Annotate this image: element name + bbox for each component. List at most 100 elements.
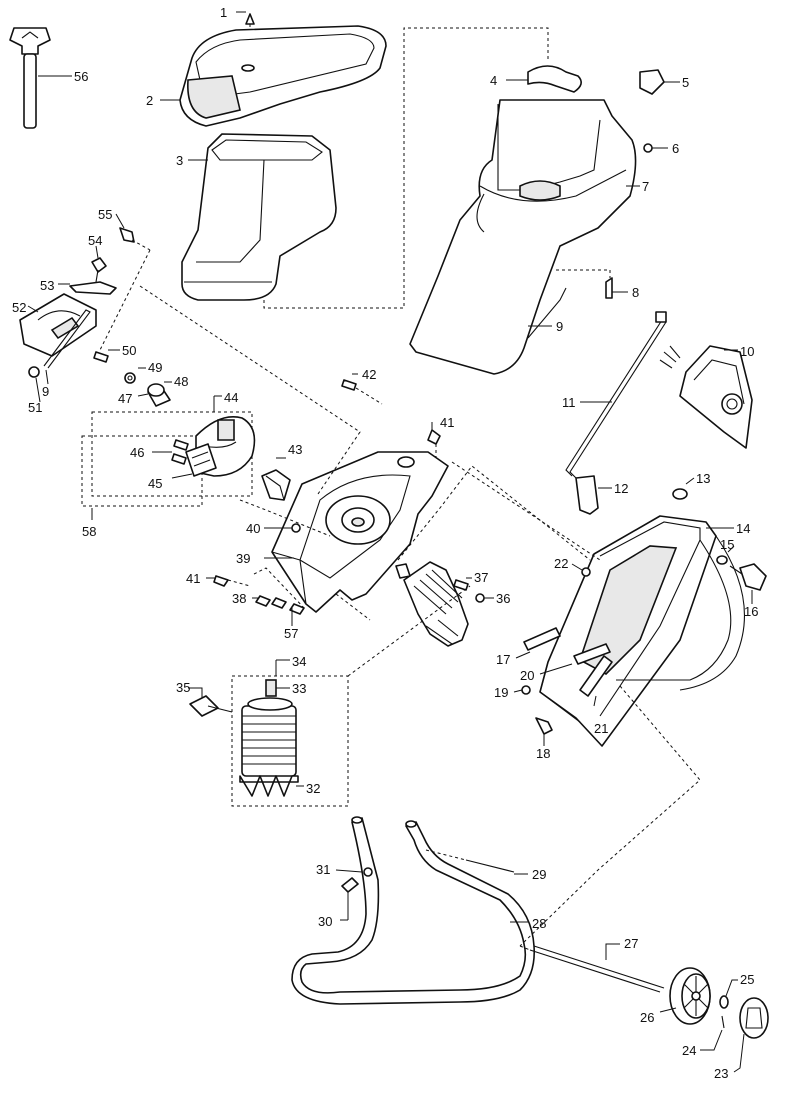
callout-27: 27: [624, 936, 638, 951]
part-53-spring: [58, 281, 117, 295]
callout-28: 28: [532, 916, 546, 931]
part-35-terminal: [188, 687, 233, 717]
callout-57: 57: [284, 626, 298, 641]
part-46-screws: [152, 439, 189, 465]
callout-32: 32: [306, 781, 320, 796]
callout-22: 22: [554, 556, 568, 571]
part-55-screw: [115, 213, 151, 251]
part-9-spring-b: [43, 309, 91, 385]
motor-rotor: [395, 561, 469, 647]
callout-55: 55: [98, 207, 112, 222]
callout-40: 40: [246, 521, 260, 536]
part-32-motor: [239, 697, 304, 797]
callout-31: 31: [316, 862, 330, 877]
callout-49: 49: [148, 360, 162, 375]
part-15-washer: [716, 545, 735, 565]
part-12-plug: [575, 475, 612, 515]
callout-38: 38: [232, 591, 246, 606]
part-30-screw: [340, 877, 359, 921]
part-33-sleeve: [265, 679, 290, 697]
callout-58: 58: [82, 524, 96, 539]
callout-labels: 1 2 3 4 5 6 7 8 9 9 10 11 12 13 14 15 16…: [12, 5, 758, 1081]
callout-46: 46: [130, 445, 144, 460]
part-29-rod: [425, 849, 528, 875]
callout-43: 43: [288, 442, 302, 457]
part-7-housing: [409, 65, 680, 375]
part-36-nut: [475, 593, 494, 603]
callout-12: 12: [614, 481, 628, 496]
part-25-clip: [719, 979, 738, 1009]
callout-2: 2: [146, 93, 153, 108]
callout-36: 36: [496, 591, 510, 606]
part-22-nut: [571, 563, 591, 577]
part-14-lower-housing: [539, 515, 745, 747]
callout-25: 25: [740, 972, 754, 987]
part-27-axle: [519, 943, 665, 993]
callout-41-a: 41: [440, 415, 454, 430]
part-16-knob: [729, 563, 767, 604]
callout-8: 8: [632, 285, 639, 300]
callout-15: 15: [720, 537, 734, 552]
part-11-cable: [565, 311, 667, 479]
callout-1: 1: [220, 5, 227, 20]
callout-44: 44: [224, 390, 238, 405]
callout-53: 53: [40, 278, 54, 293]
callout-34: 34: [292, 654, 306, 669]
part-3-hopper: [181, 27, 549, 309]
callout-17: 17: [496, 652, 510, 667]
part-20-strip: [539, 643, 611, 675]
callout-6: 6: [672, 141, 679, 156]
callout-51: 51: [28, 400, 42, 415]
part-50-screw: [93, 349, 120, 363]
group-34-motor: [231, 659, 349, 807]
callout-19: 19: [494, 685, 508, 700]
callout-30: 30: [318, 914, 332, 929]
callout-7: 7: [642, 179, 649, 194]
callout-4: 4: [490, 73, 497, 88]
part-52-plate: [19, 293, 97, 357]
callout-26: 26: [640, 1010, 654, 1025]
part-37-screw: [453, 577, 472, 591]
part-13-grommet: [672, 477, 695, 500]
callout-11: 11: [562, 395, 576, 410]
part-45-bracket: [171, 443, 217, 479]
callout-9-a: 9: [556, 319, 563, 334]
callout-21: 21: [594, 721, 608, 736]
part-49-nut: [124, 367, 146, 384]
part-41-screw-a: [427, 422, 441, 458]
callout-56: 56: [74, 69, 88, 84]
callout-50: 50: [122, 343, 136, 358]
part-23-hubcap: [733, 997, 769, 1073]
part-42-screw: [341, 373, 383, 405]
part-41-screw-b: [206, 575, 251, 587]
callout-42: 42: [362, 367, 376, 382]
callout-24: 24: [682, 1043, 696, 1058]
callout-14: 14: [736, 521, 750, 536]
part-21-strip: [579, 655, 613, 707]
callout-35: 35: [176, 680, 190, 695]
part-2-lid: [160, 11, 387, 127]
part-54-screw: [91, 245, 107, 283]
part-28-frame: [291, 816, 536, 1005]
callout-45: 45: [148, 476, 162, 491]
callout-18: 18: [536, 746, 550, 761]
callout-39: 39: [236, 551, 250, 566]
part-31-washer: [335, 867, 373, 877]
callout-16: 16: [744, 604, 758, 619]
callout-9-b: 9: [42, 384, 49, 399]
callout-41-b: 41: [186, 571, 200, 586]
part-24-pin: [700, 1015, 725, 1051]
part-17-strip: [515, 627, 561, 659]
assembly-dashed-lines: [99, 249, 701, 947]
part-26-wheel: [659, 967, 711, 1025]
callout-3: 3: [176, 153, 183, 168]
callout-10: 10: [740, 344, 754, 359]
part-56-push-tool: [9, 27, 72, 129]
callout-29: 29: [532, 867, 546, 882]
callout-52: 52: [12, 300, 26, 315]
callout-47: 47: [118, 391, 132, 406]
callout-13: 13: [696, 471, 710, 486]
callout-23: 23: [714, 1066, 728, 1081]
part-51-nut: [28, 366, 41, 403]
